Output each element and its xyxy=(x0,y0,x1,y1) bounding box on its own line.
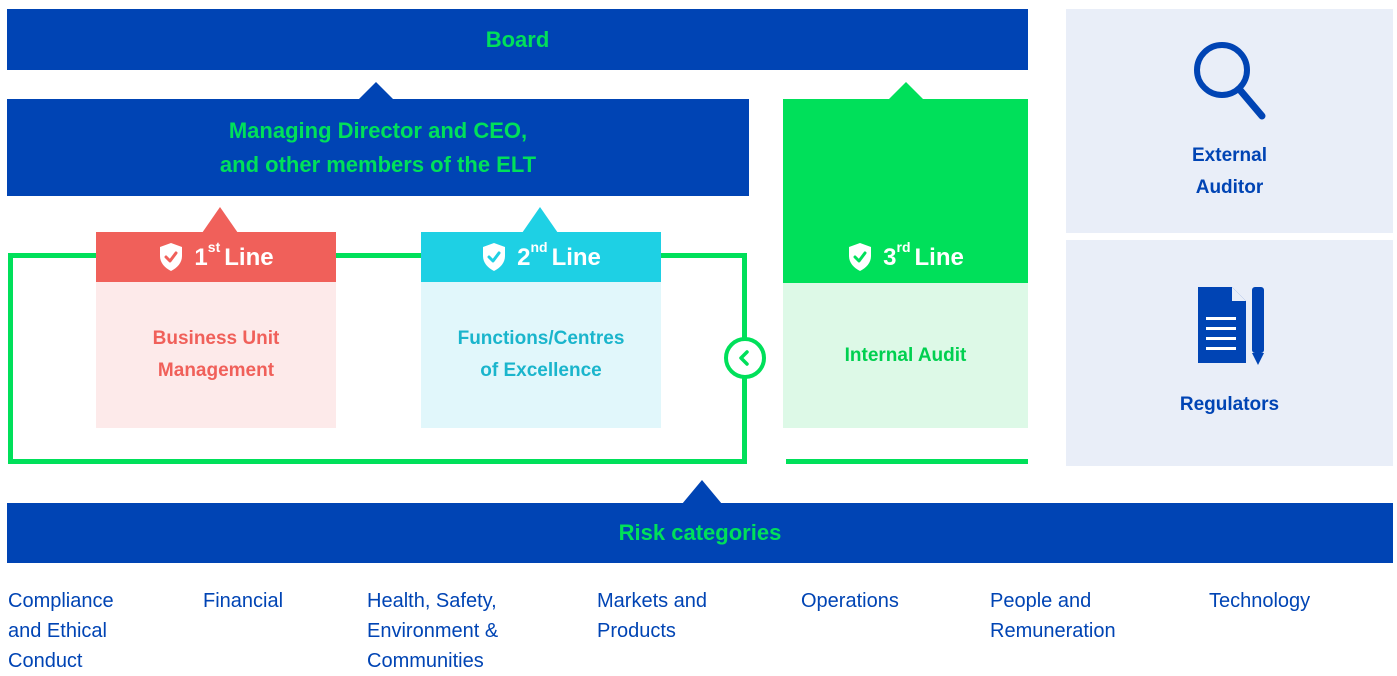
connector-arrow-3rd-line xyxy=(888,82,924,100)
connector-arrow-2nd-line xyxy=(522,207,558,233)
second-line-suffix: nd xyxy=(530,238,548,255)
first-line-text-2: Management xyxy=(157,360,275,381)
risk-title: Risk categories xyxy=(618,520,782,545)
connector-arrow-1st-line xyxy=(202,207,238,233)
third-line-word: Line xyxy=(914,243,964,271)
board-label: Board xyxy=(485,26,550,52)
risk-category: Technology xyxy=(1209,590,1311,612)
second-line-text-1: Functions/Centres xyxy=(457,328,625,349)
chevron-left-icon xyxy=(724,337,766,379)
regulators-panel: Regulators xyxy=(1066,240,1393,466)
third-line-number: 3 xyxy=(883,243,897,271)
external-auditor-line-1: External xyxy=(1192,145,1267,166)
first-line-body: Business Unit Management xyxy=(96,282,336,428)
magnifier-icon xyxy=(1193,42,1265,120)
risk-category: Compliance and Ethical Conduct xyxy=(8,590,114,672)
board-box: Board xyxy=(7,9,1028,70)
risk-categories-bar: Risk categories xyxy=(7,503,1393,563)
document-pen-icon xyxy=(1197,287,1264,365)
risk-category: People and Remuneration xyxy=(990,590,1116,642)
shield-check-icon xyxy=(160,243,183,271)
connector-arrow-md xyxy=(358,82,394,100)
third-line-body: Internal Audit xyxy=(783,283,1028,428)
third-line-suffix: rd xyxy=(896,238,911,255)
external-auditor-panel: External Auditor xyxy=(1066,9,1393,233)
shield-check-icon xyxy=(483,243,506,271)
management-line-1: Managing Director and CEO, xyxy=(228,117,528,143)
second-line-number: 2 xyxy=(517,243,531,271)
risk-category: Health, Safety, Environment & Communitie… xyxy=(367,590,499,672)
second-line-text-2: of Excellence xyxy=(480,360,602,381)
management-box: Managing Director and CEO, and other mem… xyxy=(7,99,749,196)
first-line-number: 1 xyxy=(194,243,208,271)
connector-arrow-risk xyxy=(682,480,722,504)
second-line-word: Line xyxy=(551,243,601,271)
first-line-text-1: Business Unit xyxy=(152,328,280,349)
third-line-base xyxy=(786,459,1028,464)
second-line-body: Functions/Centres of Excellence xyxy=(421,282,661,428)
third-line-text: Internal Audit xyxy=(844,344,967,366)
first-line-word: Line xyxy=(224,243,274,271)
first-line-suffix: st xyxy=(207,238,221,255)
management-line-2: and other members of the ELT xyxy=(219,151,537,177)
regulators-label: Regulators xyxy=(1179,394,1280,415)
external-auditor-line-2: Auditor xyxy=(1195,177,1264,198)
risk-category: Financial xyxy=(203,590,284,612)
risk-category: Markets and Products xyxy=(597,590,708,642)
risk-category: Operations xyxy=(801,590,899,612)
shield-check-icon xyxy=(849,243,872,271)
